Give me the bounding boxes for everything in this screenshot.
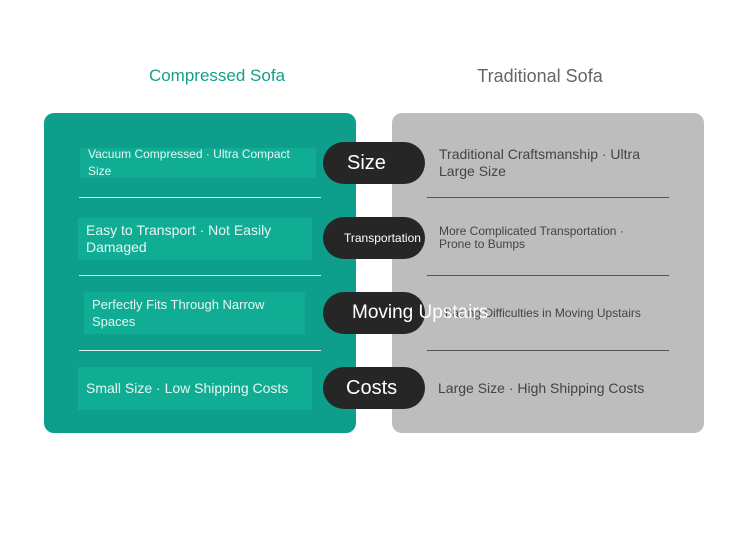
category-label: Costs (346, 376, 398, 399)
traditional-costs-text: Large Size · High Shipping Costs (438, 379, 645, 396)
category-label: Transportation (344, 231, 421, 245)
category-label: Size (347, 151, 386, 174)
traditional-sofa-title: Traditional Sofa (477, 66, 603, 86)
category-pill-transportation: Transportation (323, 217, 425, 259)
category-label: Moving Upstairs (352, 302, 489, 323)
traditional-size-text: Traditional Craftsmanship · Ultra Large … (439, 146, 640, 179)
compressed-costs-text: Small Size · Low Shipping Costs (78, 367, 312, 410)
category-pill-size: Size (323, 142, 425, 184)
left-divider (79, 275, 321, 276)
right-divider (427, 275, 669, 276)
left-divider (79, 197, 321, 198)
compressed-sofa-title: Compressed Sofa (148, 66, 286, 85)
category-pill-moving-upstairs: Moving Upstairs (323, 292, 488, 334)
compressed-size-text: Vacuum Compressed · Ultra Compact Size (80, 147, 316, 178)
traditional-transport-text: More Complicated Transportation · Prone … (439, 224, 624, 251)
right-divider (427, 350, 669, 351)
compressed-moving-text: Perfectly Fits Through Narrow Spaces (84, 292, 305, 334)
category-pill-costs: Costs (323, 367, 425, 409)
traditional-sofa-panel (392, 113, 704, 433)
compressed-transport-text: Easy to Transport · Not Easily Damaged (78, 218, 312, 260)
right-divider (427, 197, 669, 198)
traditional-moving-text: Facing Difficulties in Moving Upstairs (445, 305, 641, 320)
left-divider (79, 350, 321, 351)
